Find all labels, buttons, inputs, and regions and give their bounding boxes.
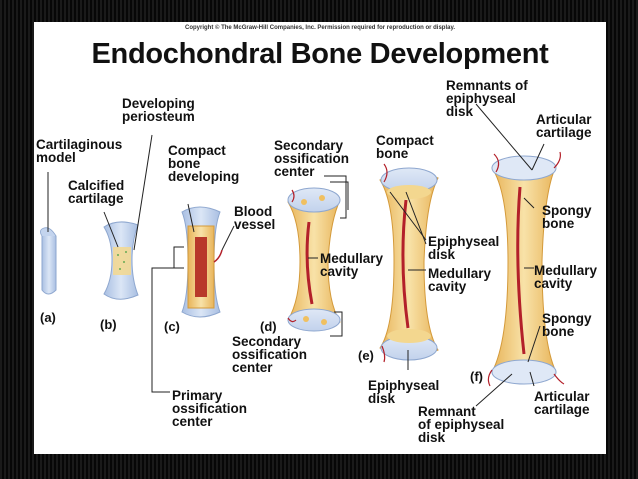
panel-c-label: (c) <box>164 319 180 334</box>
panel-a-label: (a) <box>40 310 56 325</box>
panel-e-label: (e) <box>358 348 374 363</box>
bone-a <box>40 227 57 295</box>
panel-b-label: (b) <box>100 317 117 332</box>
bone-c <box>181 206 223 318</box>
bone-e <box>379 163 439 363</box>
bone-development-diagram <box>40 103 565 407</box>
page-title: Endochondral Bone Development <box>91 38 549 70</box>
leader-lines <box>47 103 545 407</box>
bone-d <box>287 187 341 332</box>
copyright-notice: Copyright © The McGraw-Hill Companies, I… <box>184 25 456 31</box>
bone-b <box>103 221 139 300</box>
panel-f-label: (f) <box>470 369 483 384</box>
slide: Copyright © The McGraw-Hill Companies, I… <box>34 22 606 454</box>
panel-d-label: (d) <box>260 319 277 334</box>
